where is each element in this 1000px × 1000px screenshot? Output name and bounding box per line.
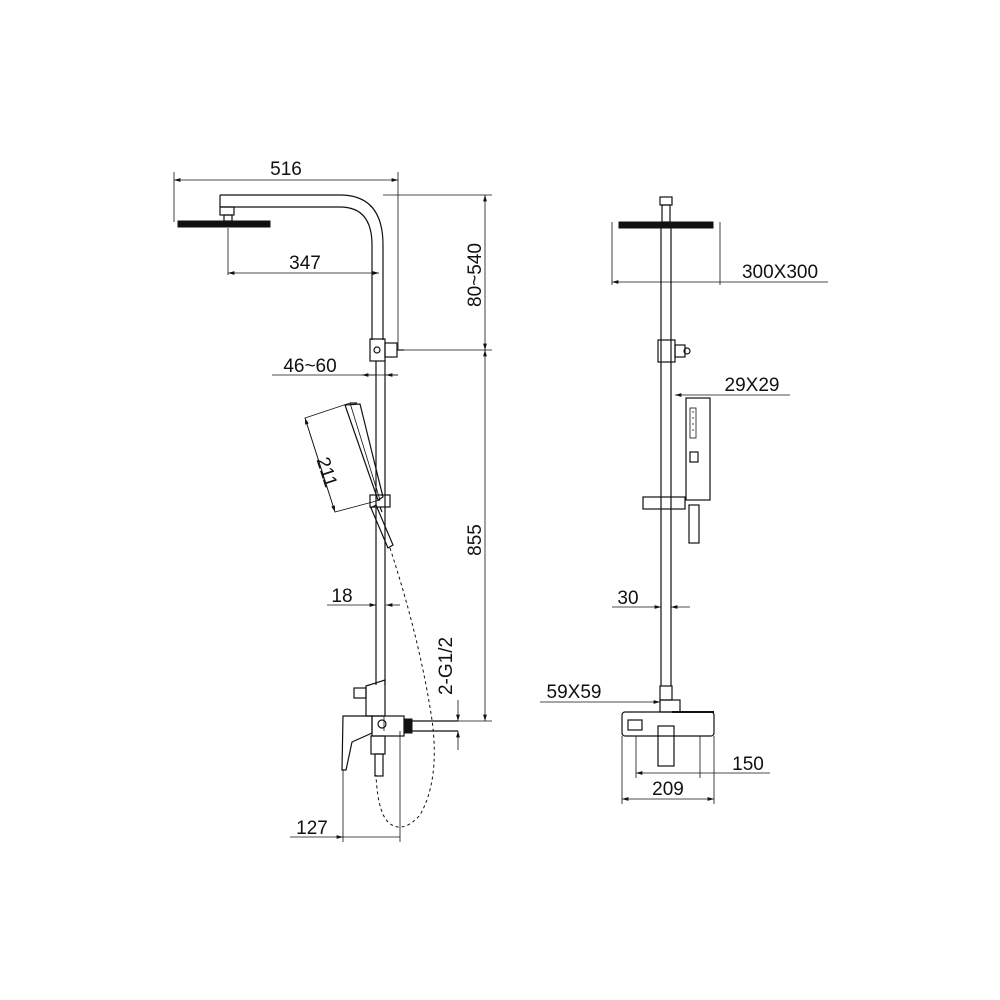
dim-inlets: 2-G1/2 — [436, 637, 457, 695]
dim-head-height-range: 80~540 — [465, 243, 486, 307]
dim-bar-height: 855 — [465, 524, 486, 556]
shower-arm — [219, 194, 384, 340]
mixer-front — [621, 685, 715, 767]
height-adjuster-front — [657, 339, 691, 363]
handshower-holder — [369, 494, 391, 513]
dim-hose-offset: 18 — [331, 586, 352, 607]
rain-shower-head-front — [618, 196, 714, 229]
dim-arm-length: 347 — [289, 253, 321, 274]
dim-bracket-range: 46~60 — [283, 356, 336, 377]
dim-overall-width: 516 — [270, 159, 302, 180]
handshower-holder-front — [642, 496, 686, 510]
riser-bar-front — [660, 228, 672, 686]
dim-mixer-depth: 127 — [296, 818, 328, 839]
shower-hose — [375, 547, 435, 828]
dim-head-size: 300X300 — [742, 262, 818, 283]
dim-mixer-width: 209 — [652, 779, 684, 800]
dim-handshower-length: 211 — [312, 455, 341, 490]
height-adjuster — [369, 338, 404, 362]
riser-bar — [375, 361, 386, 685]
dim-mixer-base: 59X59 — [547, 682, 602, 703]
dim-bar-diameter: 30 — [617, 588, 638, 609]
rain-shower-head — [177, 206, 271, 228]
dim-mixer-height: 150 — [732, 754, 764, 775]
side-view: 516 347 80~540 46~60 211 855 18 2-G1/2 — [173, 159, 492, 842]
hand-shower-front — [685, 397, 711, 544]
mixer-body — [341, 679, 458, 777]
front-view: 300X300 29X29 30 59X59 150 209 — [540, 196, 828, 804]
dim-handle-size: 29X29 — [725, 375, 780, 396]
